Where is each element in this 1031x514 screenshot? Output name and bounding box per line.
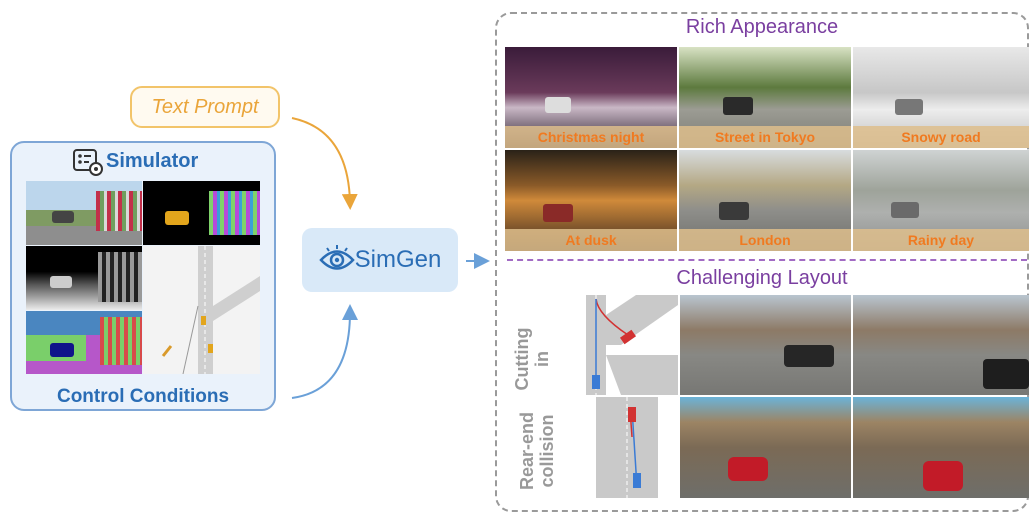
tile-caption: Rainy day xyxy=(853,229,1029,251)
rear-end-frame xyxy=(680,397,851,498)
sim-depth-thumb xyxy=(26,246,142,310)
appearance-tile: Snowy road xyxy=(853,47,1029,148)
rear-end-collision-label: Rear-end collision xyxy=(517,411,557,491)
simulator-icon xyxy=(73,149,103,176)
eye-icon xyxy=(318,245,355,270)
appearance-tile: Christmas night xyxy=(505,47,677,148)
sim-layout-thumb xyxy=(143,246,260,374)
cutting-in-frame xyxy=(680,295,851,395)
tile-caption: Christmas night xyxy=(505,126,677,148)
text-prompt-label: Text Prompt xyxy=(151,95,259,118)
results-panel xyxy=(495,12,1029,512)
tile-caption: Snowy road xyxy=(853,126,1029,148)
sim-rgb-thumb xyxy=(26,181,142,245)
control-conditions-label: Control Conditions xyxy=(56,386,230,407)
challenging-layout-title: Challenging Layout xyxy=(676,267,848,289)
rear-end-frame xyxy=(853,397,1029,498)
appearance-tile: London xyxy=(679,150,851,251)
section-divider xyxy=(507,259,1027,261)
sim-instance-thumb xyxy=(143,181,260,245)
rear-end-layout xyxy=(576,397,678,498)
text-prompt-box: Text Prompt xyxy=(130,86,280,128)
tile-caption: London xyxy=(679,229,851,251)
rich-appearance-title: Rich Appearance xyxy=(685,16,839,38)
tile-caption: At dusk xyxy=(505,229,677,251)
simulator-label: Simulator xyxy=(106,150,199,172)
tile-caption: Street in Tokyo xyxy=(679,126,851,148)
cutting-in-layout xyxy=(576,295,678,395)
sim-semantic-thumb xyxy=(26,311,142,374)
cutting-in-frame xyxy=(853,295,1029,395)
appearance-tile: Street in Tokyo xyxy=(679,47,851,148)
cutting-in-label: Cutting in xyxy=(512,327,552,391)
simgen-box: SimGen xyxy=(302,228,458,292)
appearance-tile: At dusk xyxy=(505,150,677,251)
appearance-tile: Rainy day xyxy=(853,150,1029,251)
simgen-label: SimGen xyxy=(354,246,442,273)
